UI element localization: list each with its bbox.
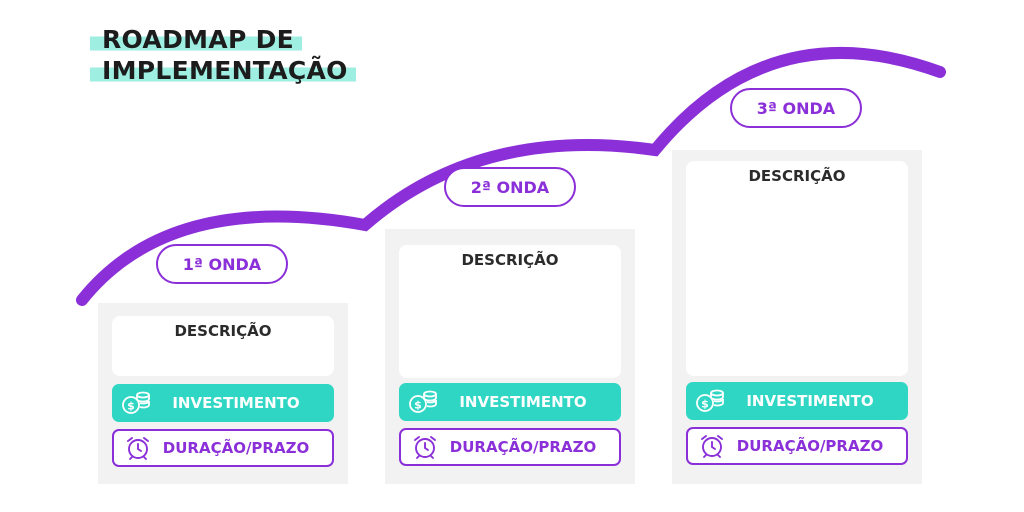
title-line-2: IMPLEMENTAÇÃO (90, 55, 356, 86)
wave-3-duration-bar: DURAÇÃO/PRAZO (686, 427, 908, 465)
wave-3-description-box: DESCRIÇÃO (686, 161, 908, 376)
svg-text:$: $ (701, 398, 709, 411)
title-line-1: ROADMAP DE (90, 24, 356, 55)
alarm-clock-icon (122, 432, 154, 464)
wave-3-duration-label: DURAÇÃO/PRAZO (736, 437, 884, 455)
wave-2-description-box: DESCRIÇÃO (399, 245, 621, 378)
wave-1-investment-label: INVESTIMENTO (172, 394, 300, 412)
wave-1-investment-bar: $ INVESTIMENTO (112, 384, 334, 422)
wave-2-description-label: DESCRIÇÃO (461, 251, 559, 269)
wave-1-description-box: DESCRIÇÃO (112, 316, 334, 376)
wave-1-column: DESCRIÇÃO $ INVESTIMENTO DURAÇÃO/PRAZO (98, 303, 348, 484)
wave-3-investment-label: INVESTIMENTO (746, 392, 874, 410)
wave-2-duration-bar: DURAÇÃO/PRAZO (399, 428, 621, 466)
wave-1-description-label: DESCRIÇÃO (174, 322, 272, 340)
svg-text:$: $ (414, 399, 422, 412)
wave-3-column: DESCRIÇÃO $ INVESTIMENTO DURAÇÃO/PRAZO (672, 150, 922, 484)
wave-3-description-label: DESCRIÇÃO (748, 167, 846, 185)
wave-1-duration-bar: DURAÇÃO/PRAZO (112, 429, 334, 467)
wave-2-duration-label: DURAÇÃO/PRAZO (449, 438, 597, 456)
wave-3-investment-bar: $ INVESTIMENTO (686, 382, 908, 420)
svg-text:$: $ (127, 400, 135, 413)
wave-1-duration-label: DURAÇÃO/PRAZO (162, 439, 310, 457)
title-highlight: ROADMAP DE (90, 25, 303, 54)
wave-2-column: DESCRIÇÃO $ INVESTIMENTO DURAÇÃO/PRAZO (385, 229, 635, 484)
wave-1-pill: 1ª ONDA (156, 244, 288, 284)
coins-icon: $ (407, 386, 439, 418)
alarm-clock-icon (409, 431, 441, 463)
wave-2-pill: 2ª ONDA (444, 167, 576, 207)
coins-icon: $ (694, 385, 726, 417)
page-title: ROADMAP DE IMPLEMENTAÇÃO (90, 24, 356, 86)
coins-icon: $ (120, 387, 152, 419)
wave-2-investment-bar: $ INVESTIMENTO (399, 383, 621, 421)
title-highlight: IMPLEMENTAÇÃO (90, 56, 356, 85)
wave-3-pill: 3ª ONDA (730, 88, 862, 128)
roadmap-curve-path (76, 46, 946, 306)
wave-2-investment-label: INVESTIMENTO (459, 393, 587, 411)
alarm-clock-icon (696, 430, 728, 462)
